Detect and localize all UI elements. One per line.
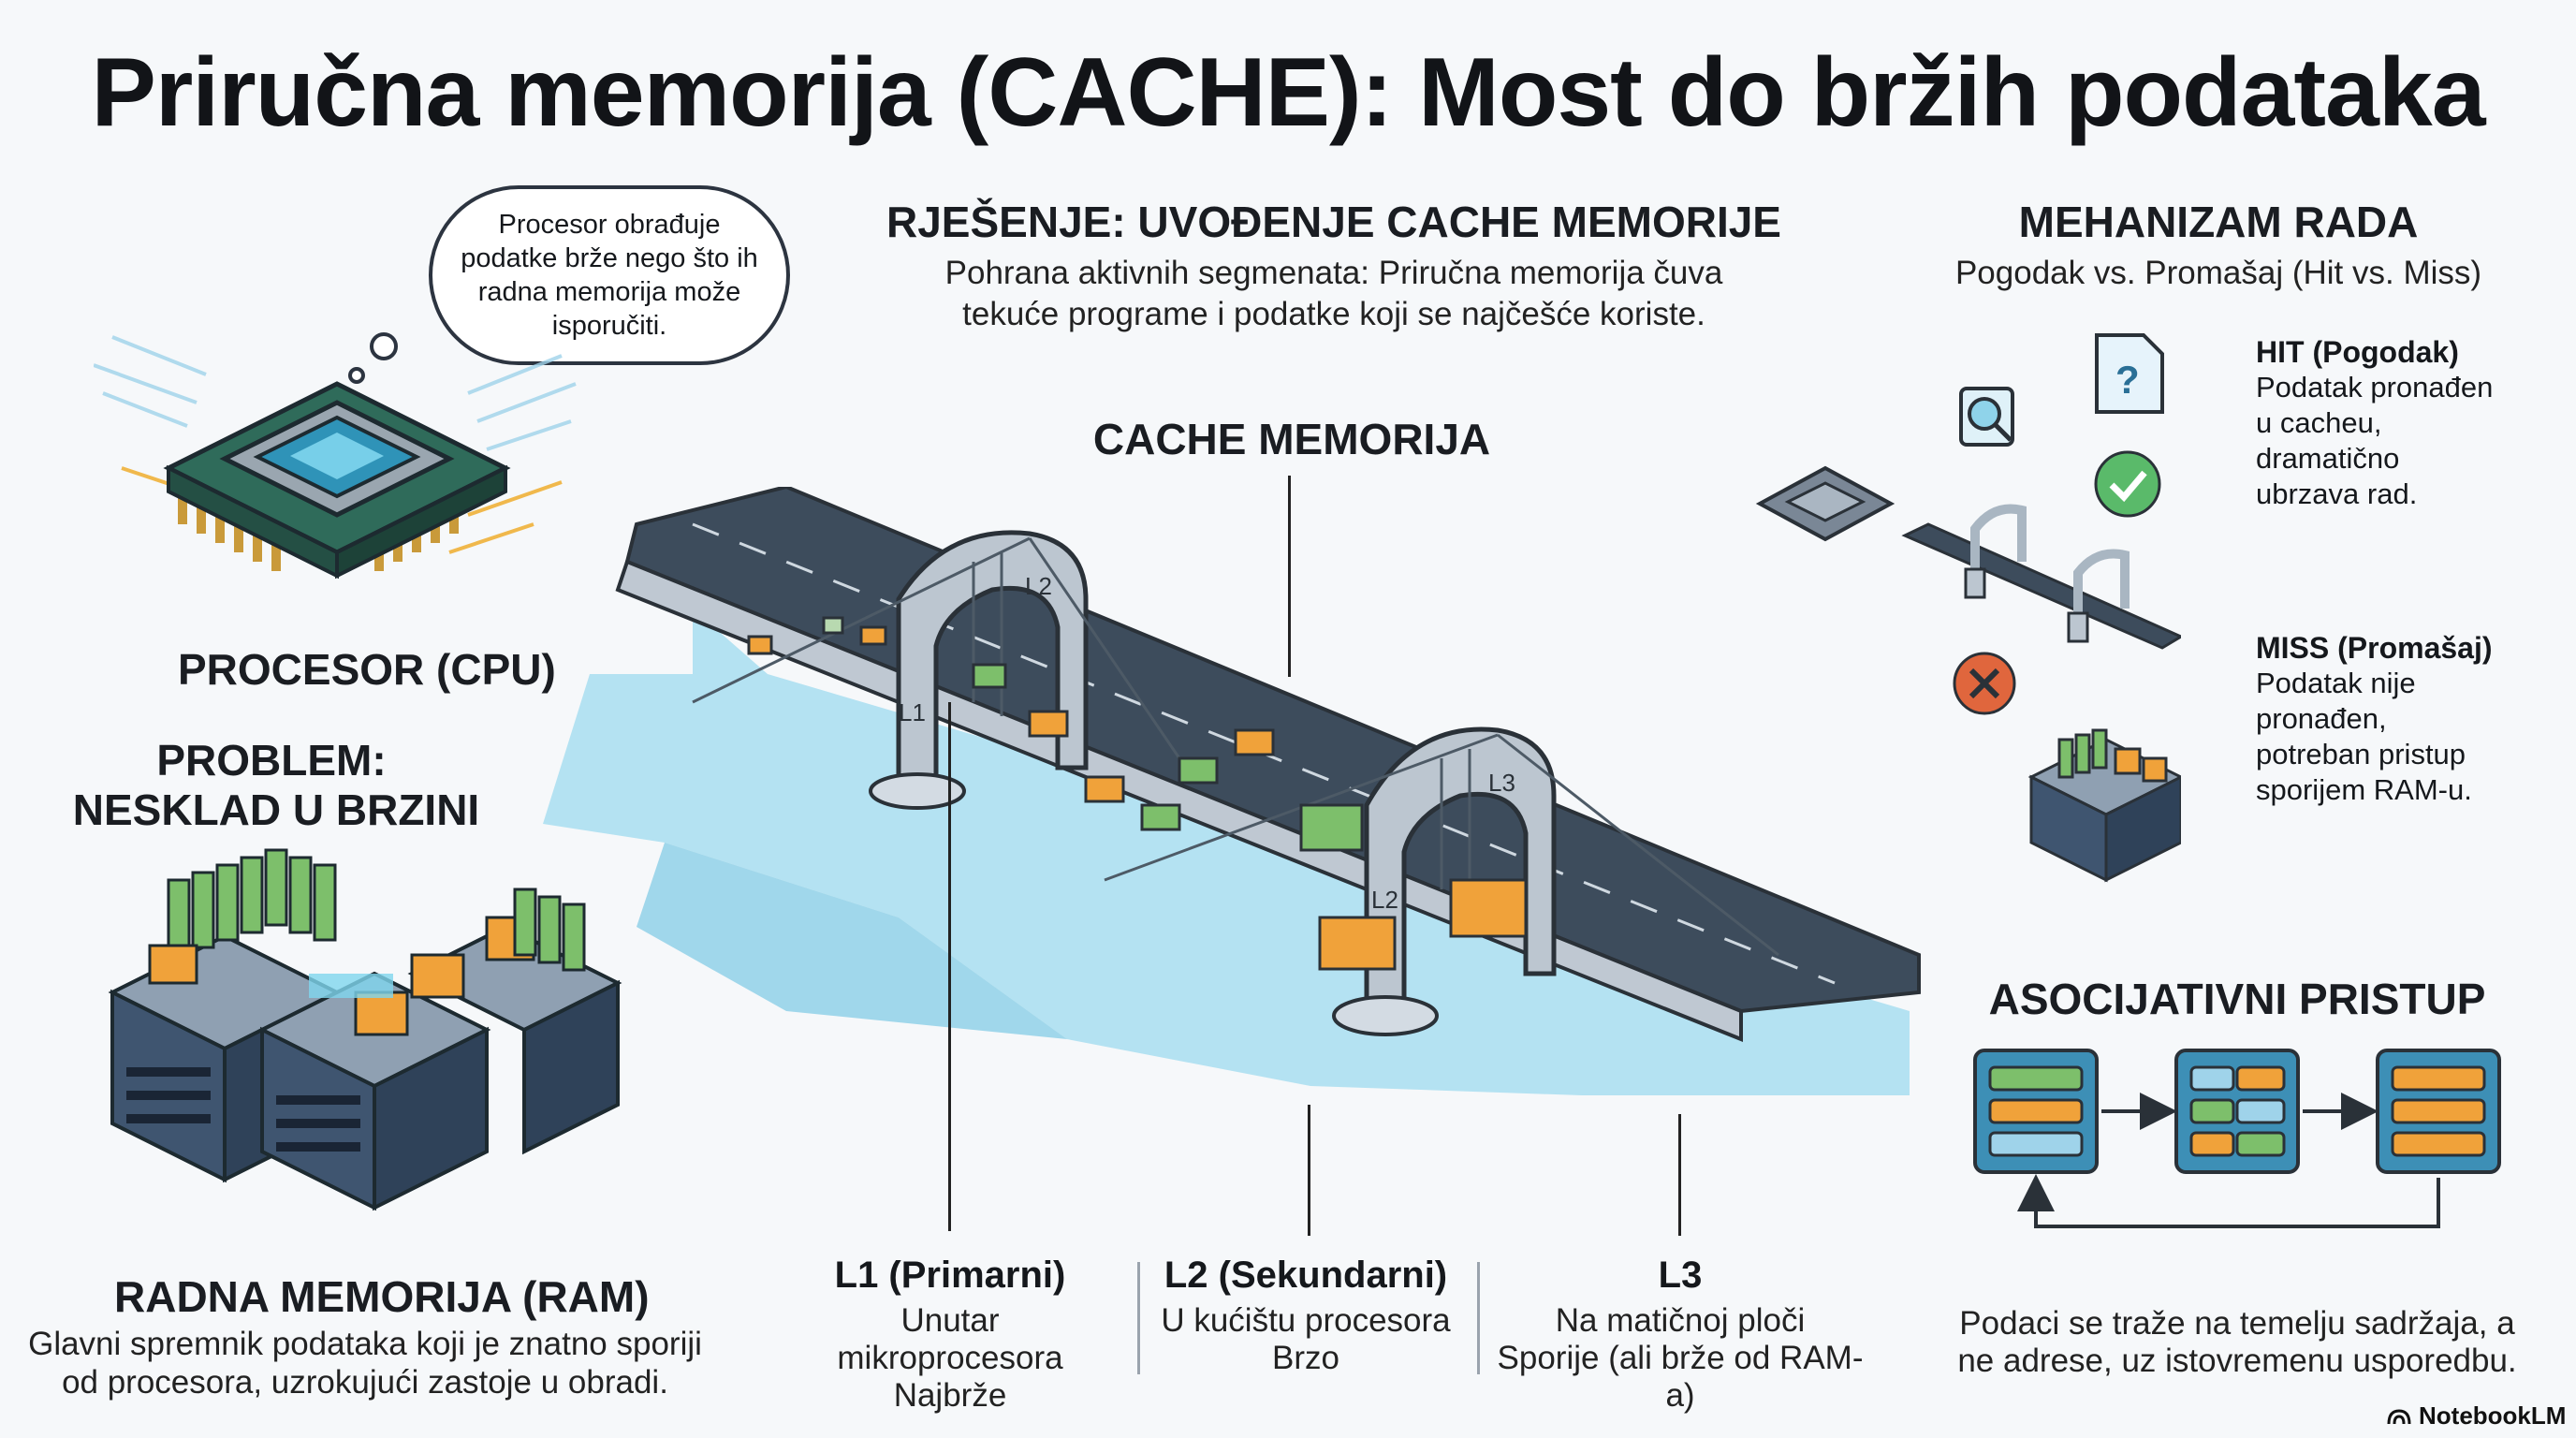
associative-desc-line1: Podaci se traže na temelju sadržaja, a <box>1959 1305 2515 1342</box>
level-l2: L2 (Sekundarni) U kućištu procesora Brzo <box>1147 1255 1465 1377</box>
level-l3-title: L3 <box>1658 1255 1703 1296</box>
brand-name: NotebookLM <box>2419 1401 2567 1430</box>
associative-diagram-icon <box>1973 1049 2501 1228</box>
small-ram-server-icon <box>2027 728 2181 883</box>
bridge-icon: L2 L3 L1 L2 <box>543 487 1921 1095</box>
solution-desc-line2: tekuće programe i podatke koji se najčeš… <box>962 296 1705 332</box>
separator-2 <box>1477 1262 1480 1374</box>
level-l3-line2: Sporije (ali brže od RAM-a) <box>1497 1340 1864 1414</box>
mini-bridge-icon <box>1901 504 2181 650</box>
miss-block: MISS (Promašaj) Podatak nije pronađen, p… <box>2256 631 2493 808</box>
cpu-thought-bubble: Procesor obrađuje podatke brže nego što … <box>429 185 790 365</box>
hit-title: HIT (Pogodak) <box>2256 335 2459 369</box>
level-l2-line2: Brzo <box>1272 1340 1339 1376</box>
ram-desc-line1: Glavni spremnik podataka koji je znatno … <box>28 1326 702 1362</box>
cache-memory-label: CACHE MEMORIJA <box>1092 415 1491 463</box>
level-l1-line2: Najbrže <box>893 1377 1007 1414</box>
miss-line-3: potreban pristup <box>2256 738 2466 770</box>
l1-leader <box>948 702 951 1231</box>
ram-server-rack-icon <box>108 848 622 1211</box>
thought-dot-large <box>370 332 398 360</box>
hit-line-1: Podatak pronađen <box>2256 371 2494 404</box>
level-l1: L1 (Primarni) Unutar mikroprocesora Najb… <box>791 1255 1109 1415</box>
cache-label-leader <box>1288 476 1291 677</box>
solution-title: RJEŠENJE: UVOĐENJE CACHE MEMORIJE <box>886 198 1781 246</box>
svg-text:?: ? <box>2115 358 2140 402</box>
mechanism-title: MEHANIZAM RADA <box>2018 198 2419 246</box>
level-l1-line1: Unutar mikroprocesora <box>837 1302 1063 1376</box>
ram-title: RADNA MEMORIJA (RAM) <box>114 1272 650 1321</box>
cpu-label: PROCESOR (CPU) <box>178 645 556 694</box>
notebooklm-logo-icon <box>2387 1408 2411 1424</box>
l3-leader <box>1678 1114 1681 1236</box>
level-l3: L3 Na matičnoj ploči Sporije (ali brže o… <box>1488 1255 1872 1415</box>
hit-line-2: u cacheu, <box>2256 406 2382 439</box>
hit-line-4: ubrzava rad. <box>2256 477 2418 510</box>
page-title: Priručna memorija (CACHE): Most do bržih… <box>91 38 2485 147</box>
tower-l3-top: L3 <box>1488 769 1515 797</box>
cpu-chip-icon <box>94 335 577 580</box>
bubble-text: Procesor obrađuje podatke brže nego što … <box>461 210 758 341</box>
tower-l1: L1 <box>899 698 926 726</box>
associative-title: ASOCIJATIVNI PRISTUP <box>1988 975 2486 1023</box>
associative-desc-line2: ne adrese, uz istovremenu usporedbu. <box>1957 1343 2517 1379</box>
level-l3-line1: Na matičnoj ploči <box>1555 1302 1806 1339</box>
thought-dot-small <box>348 367 365 384</box>
problem-line2: NESKLAD U BRZINI <box>72 785 480 834</box>
level-l1-title: L1 (Primarni) <box>834 1255 1066 1296</box>
tower-l2-side: L2 <box>1371 886 1398 914</box>
level-l2-line1: U kućištu procesora <box>1161 1302 1451 1339</box>
solution-desc-line1: Pohrana aktivnih segmenata: Priručna mem… <box>944 255 1723 291</box>
brand-mark: NotebookLM <box>2387 1401 2566 1431</box>
mechanism-illustration: ? <box>1755 333 2181 883</box>
hit-block: HIT (Pogodak) Podatak pronađen u cacheu,… <box>2256 335 2493 512</box>
miss-x-icon <box>1953 652 2016 715</box>
separator-1 <box>1137 1262 1140 1374</box>
ram-desc-line2: od procesora, uzrokujući zastoje u obrad… <box>62 1364 668 1401</box>
problem-line1: PROBLEM: <box>156 736 387 785</box>
hit-check-icon <box>2094 450 2161 518</box>
level-l2-title: L2 (Sekundarni) <box>1164 1255 1448 1296</box>
miss-title: MISS (Promašaj) <box>2256 631 2493 665</box>
search-icon <box>1959 387 2014 447</box>
miss-line-4: sporijem RAM-u. <box>2256 773 2472 806</box>
hit-line-3: dramatično <box>2256 442 2400 475</box>
miss-line-2: pronađen, <box>2256 702 2387 735</box>
small-cpu-icon <box>1755 465 1895 542</box>
tower-l2-top: L2 <box>1025 572 1052 600</box>
l2-leader <box>1308 1105 1310 1236</box>
question-document-icon: ? <box>2095 333 2164 414</box>
mechanism-subtitle: Pogodak vs. Promašaj (Hit vs. Miss) <box>1954 255 2482 291</box>
miss-line-1: Podatak nije <box>2256 667 2416 699</box>
